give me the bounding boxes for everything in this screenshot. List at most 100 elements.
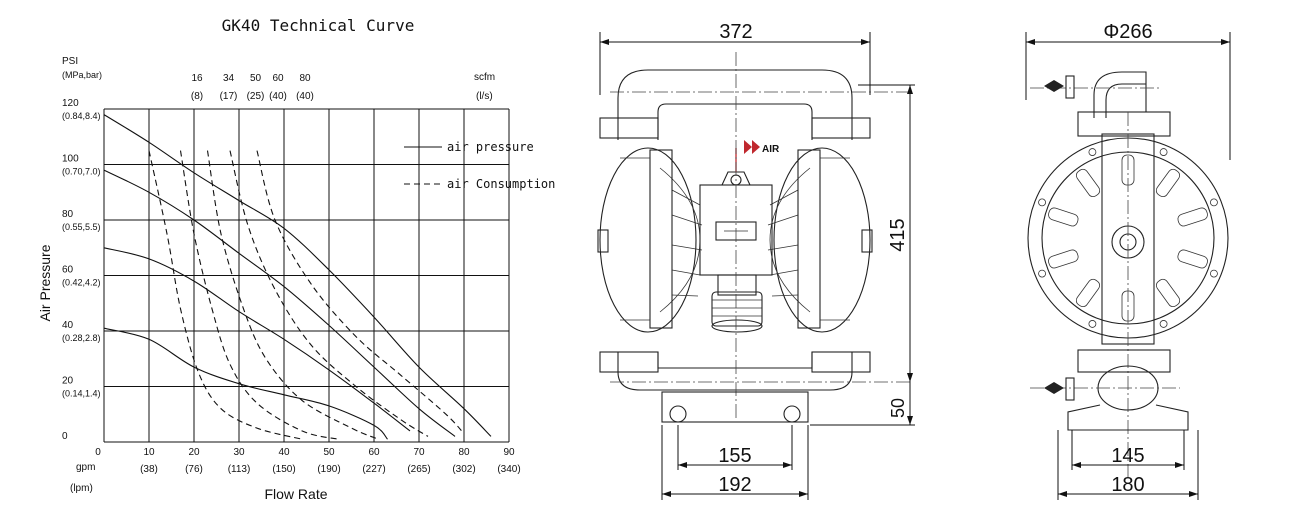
air-tick-sublabel: (8) [191, 91, 203, 102]
x-axis-label: Flow Rate [264, 486, 327, 502]
x-tick-label: 70 [413, 447, 425, 458]
front-bottom-flange-left [599, 351, 659, 373]
x-tick-sublabel: (302) [452, 464, 475, 475]
y-tick-sublabel: (0.28,2.8) [62, 333, 101, 343]
y-tick-sublabel: (0.14,1.4) [62, 389, 101, 399]
side-body-bolt [1210, 269, 1218, 278]
y-tick-label: 0 [62, 431, 68, 442]
y-tick-labels: 120(0.84,8.4)100(0.70,7.0)80(0.55,5.5)60… [62, 98, 101, 442]
side-body-slot [1155, 278, 1181, 308]
air-consumption-curve [148, 150, 303, 440]
front-muffler-neck [717, 274, 757, 296]
chart-title: GK40 Technical Curve [222, 16, 415, 35]
air-tick-sublabel: (40) [269, 91, 287, 102]
side-bottom-flange [1077, 349, 1171, 373]
chart-grid [103, 108, 510, 443]
y-tick-sublabel: (0.55,5.5) [62, 222, 101, 232]
side-body-slot [1075, 168, 1101, 198]
pump-side-view-drawing: Φ266 145 180 [1025, 21, 1231, 500]
side-body-slot [1177, 207, 1208, 227]
air-tick-sublabel: (17) [220, 91, 238, 102]
chart-legend: air pressure air Consumption [404, 140, 555, 191]
x-tick-sublabel: (76) [185, 464, 203, 475]
technical-curve-chart: GK40 Technical Curve PSI (MPa,bar) scfm … [37, 16, 555, 502]
front-chamber-left-cap [659, 167, 701, 313]
front-bolt-left [597, 229, 609, 253]
front-muffler [711, 291, 763, 327]
dim-155-label: 155 [718, 445, 751, 467]
front-bottom-manifold-inner [657, 352, 813, 369]
x-unit: gpm [76, 462, 95, 473]
side-body-bolts [1038, 148, 1218, 328]
inlet-arrow-icon [1044, 382, 1064, 394]
front-clamp-right [797, 149, 821, 329]
air-pressure-curve [103, 327, 388, 440]
side-inlet-cap [1065, 377, 1075, 401]
x-tick-label: 0 [95, 447, 101, 458]
front-foot-hole-right [783, 405, 801, 423]
x-tick-sublabel: (150) [272, 464, 295, 475]
side-body-slot [1075, 278, 1101, 308]
front-bottom-flange-right [811, 351, 871, 373]
front-bottom-manifold-outer [617, 352, 853, 391]
side-body-bolt [1088, 320, 1097, 328]
air-tick-sublabel: (40) [296, 91, 314, 102]
chart-curves [103, 114, 492, 440]
air-tick-label: 34 [223, 73, 235, 84]
x-tick-label: 60 [368, 447, 380, 458]
y-unit-sub: (MPa,bar) [62, 70, 102, 80]
dim-base-height-label: 50 [888, 398, 908, 418]
side-body-bolt [1038, 198, 1046, 207]
air-consumption-curve [256, 150, 465, 435]
x-tick-sublabel: (190) [317, 464, 340, 475]
front-muffler-end [711, 319, 763, 333]
y-axis-label: Air Pressure [37, 244, 53, 321]
legend-label-air-consumption: air Consumption [447, 177, 555, 191]
x-unit-sub: (lpm) [70, 483, 93, 494]
y-tick-sublabel: (0.42,4.2) [62, 278, 101, 288]
y-tick-label: 100 [62, 154, 79, 165]
side-top-elbow-inner [1105, 83, 1146, 118]
side-body-bolt [1088, 148, 1097, 156]
side-body-slot [1048, 207, 1079, 227]
y-tick-label: 60 [62, 265, 74, 276]
air-pressure-curve [103, 247, 411, 432]
front-bolt-right [861, 229, 873, 253]
y-tick-label: 120 [62, 98, 79, 109]
dim-192-label: 192 [718, 474, 751, 496]
air-tick-sublabel: (25) [247, 91, 265, 102]
side-body-bolt [1210, 198, 1218, 207]
side-base-foot [1067, 404, 1189, 431]
air-consumption-curve [179, 150, 339, 440]
air-pressure-curve [103, 169, 456, 437]
x-tick-label: 80 [458, 447, 470, 458]
y-tick-label: 80 [62, 209, 74, 220]
front-chamber-left [599, 147, 697, 333]
x-tick-sublabel: (340) [497, 464, 520, 475]
y-tick-label: 20 [62, 376, 74, 387]
front-top-manifold-inner [657, 103, 813, 140]
dim-145-label: 145 [1111, 445, 1144, 467]
side-body-bolt [1159, 320, 1168, 328]
dim-diameter-label: Φ266 [1103, 21, 1152, 43]
air-tick-label: 50 [250, 73, 262, 84]
x-tick-sublabel: (227) [362, 464, 385, 475]
air-pressure-curve [103, 114, 492, 437]
x-tick-label: 20 [188, 447, 200, 458]
air-consumption-curve [206, 150, 379, 440]
y-tick-label: 40 [62, 320, 74, 331]
x-tick-sublabel: (38) [140, 464, 158, 475]
dim-180-label: 180 [1111, 474, 1144, 496]
legend-label-air-pressure: air pressure [447, 140, 534, 154]
side-top-elbow [1093, 71, 1147, 118]
side-body-slot [1048, 249, 1079, 269]
air-consumption-tick-labels: 16(8)34(17)50(25)60(40)80(40) [191, 73, 314, 102]
dim-height-label: 415 [887, 218, 909, 251]
pump-front-view-drawing: 372 AIR [597, 21, 915, 500]
air-consumption-curve [229, 150, 429, 437]
front-top-flange-right [811, 117, 871, 139]
x-tick-label: 50 [323, 447, 335, 458]
side-top-flange [1077, 111, 1171, 137]
air-tick-label: 80 [299, 73, 311, 84]
